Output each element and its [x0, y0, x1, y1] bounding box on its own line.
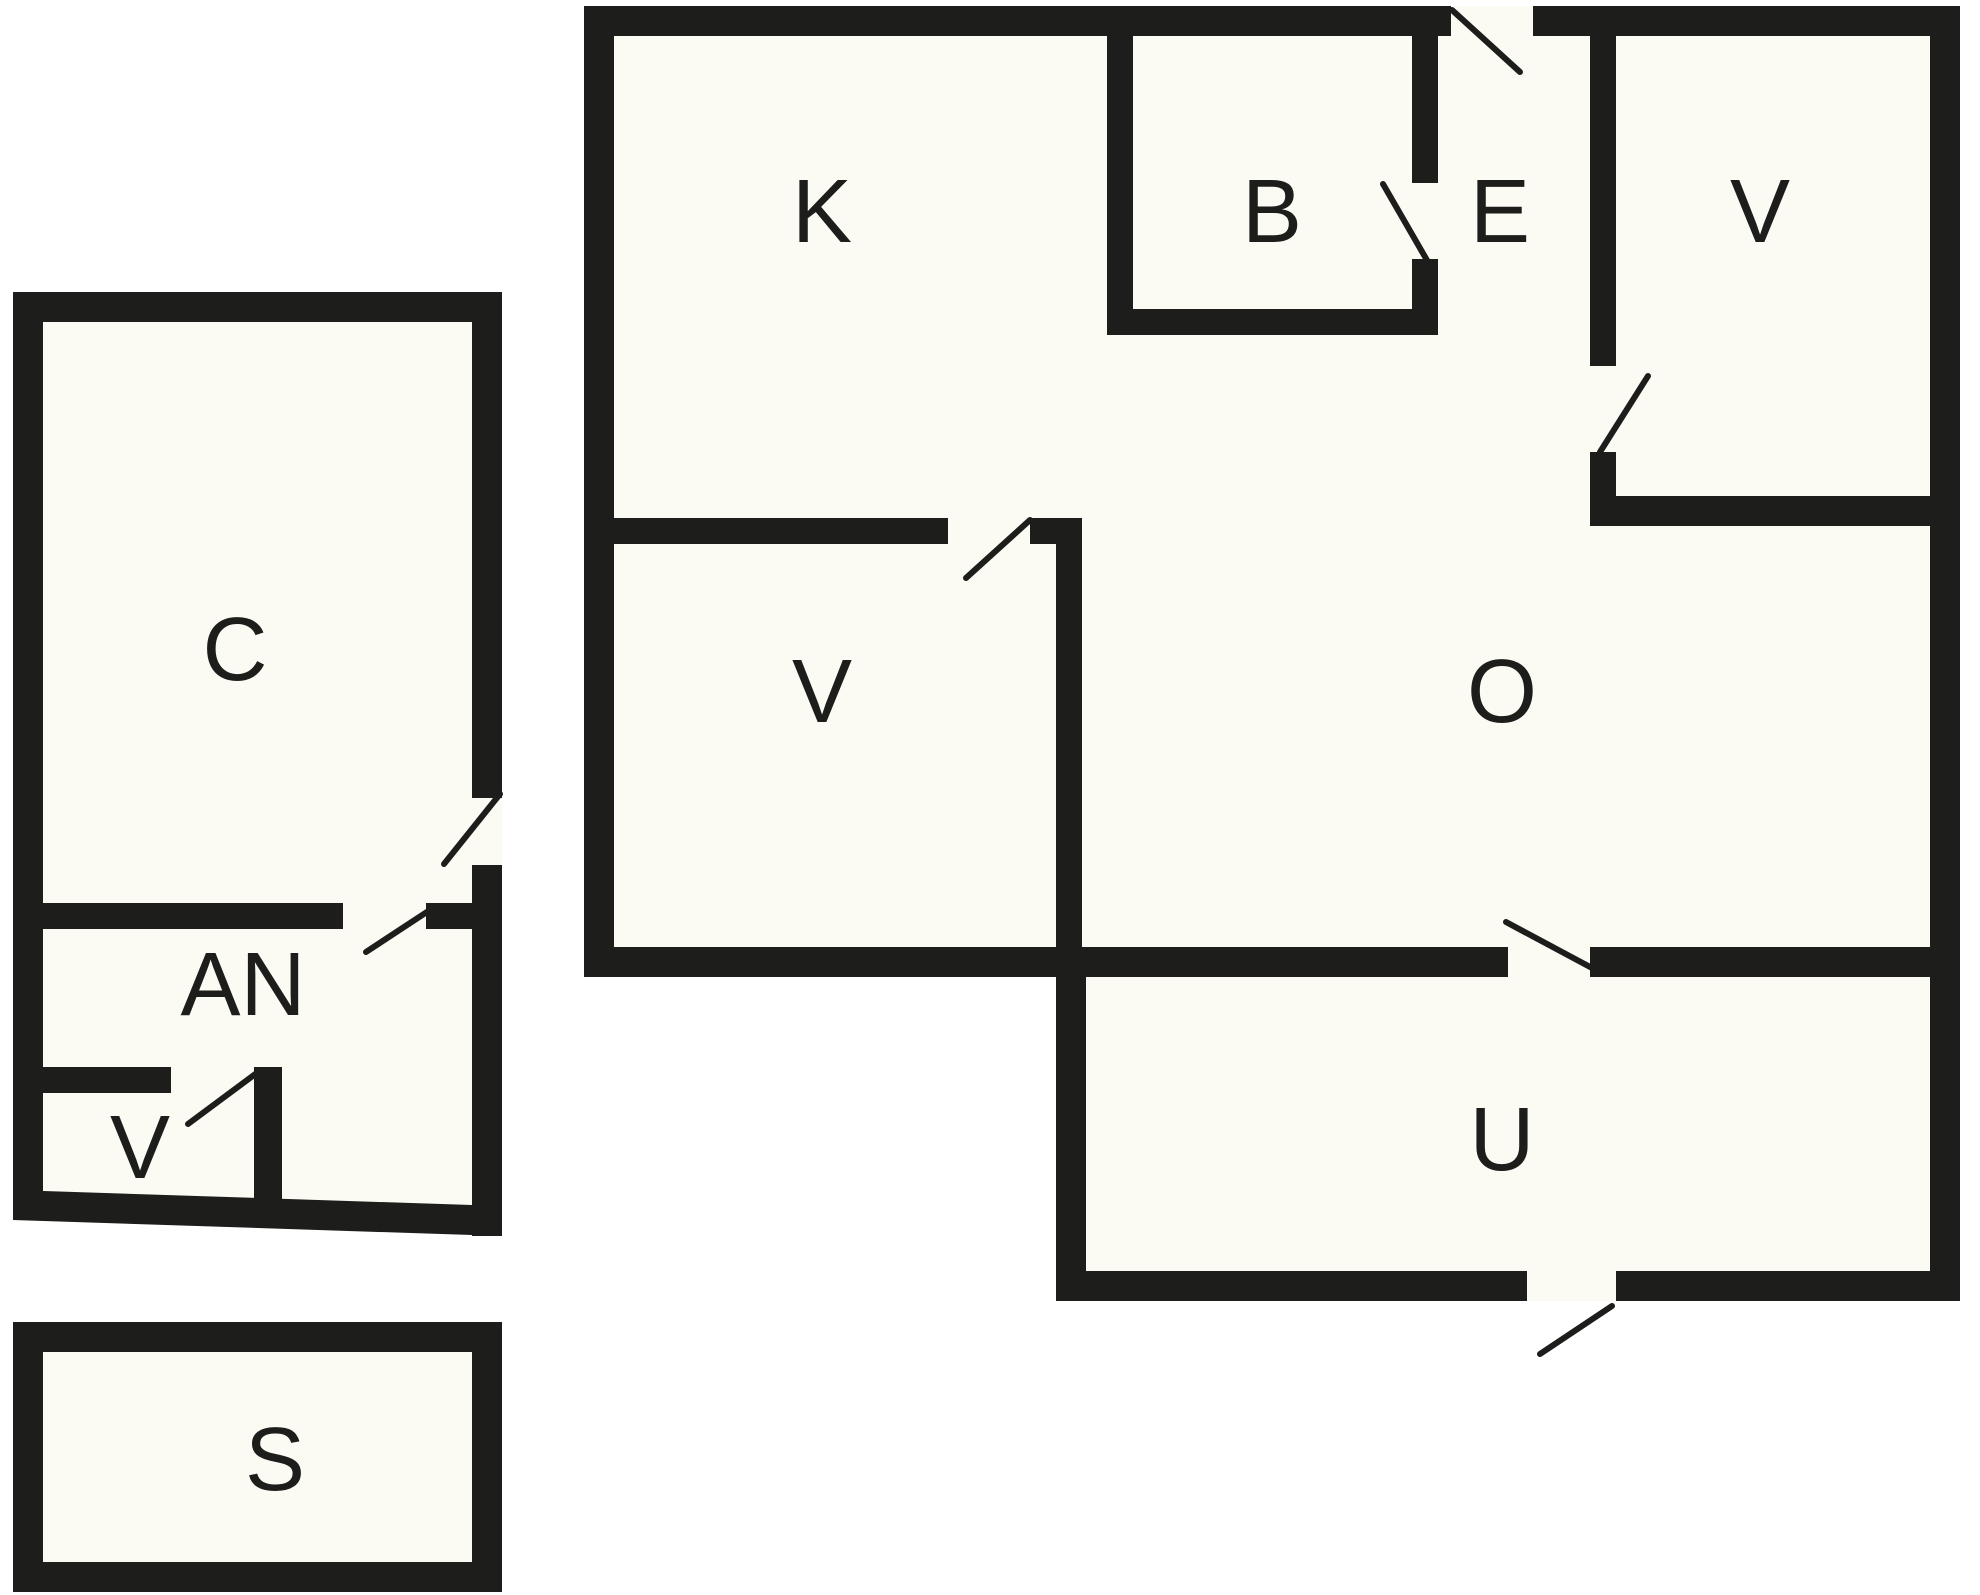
door-swing-entrance	[1449, 7, 1523, 75]
wall-k-b-divider	[1107, 6, 1133, 335]
wall-top-left-segment	[584, 6, 1451, 36]
door-swing-room-c	[441, 791, 503, 867]
door-swing-room-v-mid	[963, 517, 1033, 581]
room-label-b: B	[1242, 162, 1302, 262]
wall-an-divider-left	[13, 903, 343, 929]
room-label-v-mid: V	[792, 642, 852, 742]
door-swing-o-to-u	[1503, 919, 1595, 971]
wall-vmid-right	[1056, 518, 1082, 977]
shed-building-floor	[13, 1322, 502, 1592]
shed-building: S	[13, 1322, 502, 1592]
room-label-u: U	[1470, 1090, 1535, 1190]
annex-building-floor	[13, 292, 502, 1236]
wall-shed-bottom	[13, 1562, 502, 1592]
room-label-v-sw: V	[110, 1098, 170, 1198]
wall-b-right-upper	[1412, 6, 1438, 183]
wall-vsw-divider	[13, 1067, 171, 1093]
door-swing-room-b	[1380, 181, 1431, 265]
room-label-an: AN	[180, 935, 305, 1035]
wall-middle-band-right	[1590, 947, 1960, 977]
annex-building: C AN V	[13, 292, 503, 1236]
room-label-k: K	[792, 162, 852, 262]
wall-vsw-right	[254, 1067, 282, 1210]
door-swing-u-exterior	[1537, 1303, 1615, 1357]
room-label-v-ne: V	[1730, 162, 1790, 262]
wall-u-bottom-left	[1056, 1271, 1527, 1301]
wall-b-bottom	[1107, 309, 1438, 335]
wall-left	[584, 6, 614, 977]
wall-annex-top	[13, 292, 502, 322]
wall-vmid-top-left	[584, 518, 948, 544]
wall-annex-bottom-slanted	[13, 1190, 502, 1236]
main-building: K B E V V O U	[584, 6, 1960, 1357]
door-swing-room-an	[363, 903, 439, 955]
wall-shed-right	[472, 1322, 502, 1592]
door-swing-room-v-ne	[1597, 373, 1651, 455]
wall-shed-left	[13, 1322, 43, 1592]
room-label-c: C	[203, 600, 268, 700]
wall-shed-top	[13, 1322, 502, 1352]
wall-b-right-lower	[1412, 259, 1438, 335]
room-label-o: O	[1467, 642, 1537, 742]
wall-u-bottom-right	[1616, 1271, 1960, 1301]
wall-vne-left-upper	[1590, 6, 1616, 366]
room-label-s: S	[245, 1410, 305, 1510]
door-swing-room-v-sw	[185, 1069, 261, 1127]
wall-middle-band-left	[584, 947, 1508, 977]
room-label-e: E	[1470, 162, 1530, 262]
wall-annex-right-upper	[472, 292, 502, 798]
wall-u-left	[1056, 947, 1086, 1301]
wall-annex-left	[13, 292, 43, 1220]
wall-vne-bottom	[1590, 496, 1960, 526]
wall-right	[1930, 6, 1960, 1301]
